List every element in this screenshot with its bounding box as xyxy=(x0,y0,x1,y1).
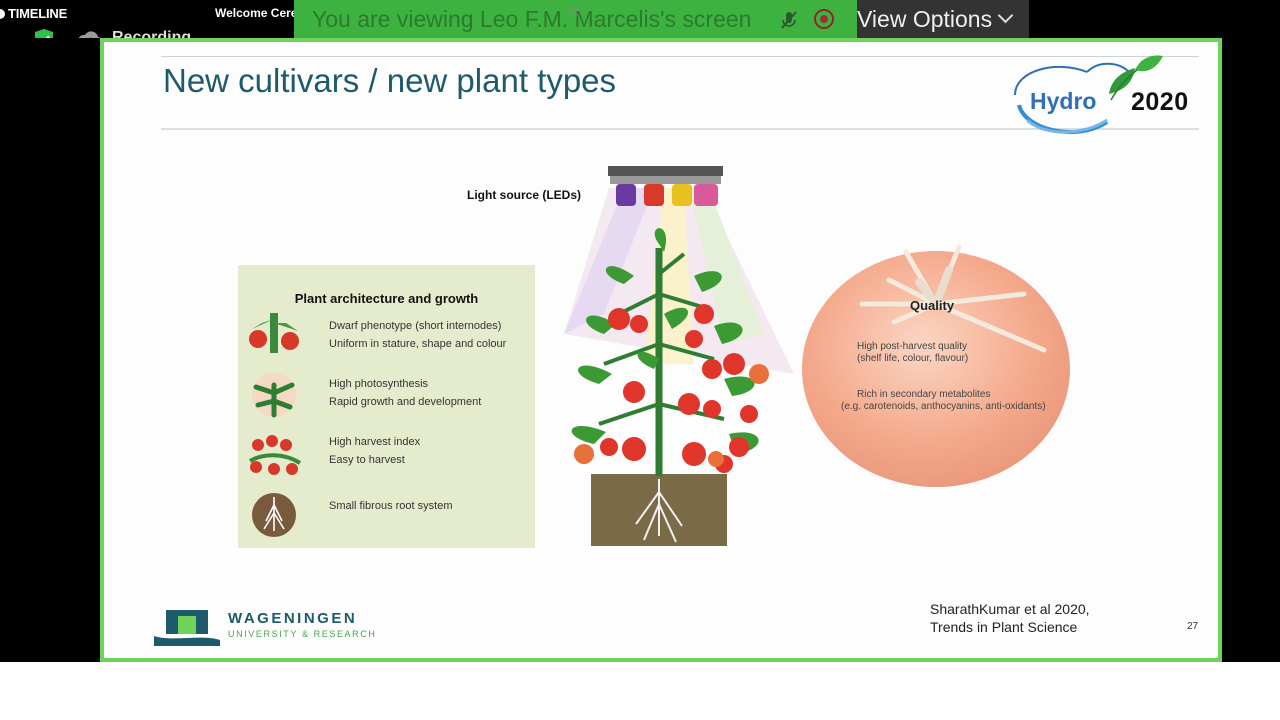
mic-muted-icon[interactable] xyxy=(778,9,800,31)
dwarf-plant-icon xyxy=(249,313,299,353)
view-options-button[interactable]: View Options xyxy=(857,0,1029,38)
tomato-plant-illustration xyxy=(564,166,794,546)
left-margin xyxy=(0,38,100,662)
trait-harvest-line1: High harvest index xyxy=(329,436,421,448)
timeline-label: TIMELINE xyxy=(8,6,68,21)
quality-title: Quality xyxy=(910,298,955,313)
screen-share-banner: You are viewing Leo F.M. Marcelis's scre… xyxy=(294,0,857,38)
screen-share-text: You are viewing Leo F.M. Marcelis's scre… xyxy=(312,6,752,32)
trait-photosynthesis-line2: Rapid growth and development xyxy=(329,396,482,408)
trait-photosynthesis-line1: High photosynthesis xyxy=(329,378,429,390)
timeline-icon xyxy=(0,9,5,19)
chevron-down-icon xyxy=(997,7,1014,24)
wageningen-logo-icon xyxy=(154,610,220,646)
plant-architecture-panel: Plant architecture and growth Dwarf phen… xyxy=(238,265,535,548)
wageningen-subtitle: UNIVERSITY & RESEARCH xyxy=(228,629,377,639)
right-margin xyxy=(1222,38,1280,662)
hydro-logo-year: 2020 xyxy=(1131,88,1189,116)
shared-screen-frame: New cultivars / new plant types Hydro 20… xyxy=(100,38,1222,662)
wageningen-name: WAGENINGEN xyxy=(228,610,358,627)
citation: SharathKumar et al 2020, Trends in Plant… xyxy=(930,600,1090,636)
quality-text-2a: Rich in secondary metabolites xyxy=(857,389,991,400)
citation-line2: Trends in Plant Science xyxy=(930,619,1078,635)
title-divider xyxy=(161,128,1199,130)
timeline-toggle[interactable]: TIMELINE xyxy=(0,6,67,21)
quality-text-1a: High post-harvest quality xyxy=(857,341,968,352)
trait-root-line1: Small fibrous root system xyxy=(329,500,453,512)
citation-line1: SharathKumar et al 2020, xyxy=(930,601,1090,617)
title-top-divider xyxy=(161,56,1199,57)
shared-slide: New cultivars / new plant types Hydro 20… xyxy=(104,42,1218,658)
harvest-tomatoes-icon xyxy=(249,435,302,475)
meeting-toolbar: TIMELINE Welcome Ceremony and Sessio... … xyxy=(0,0,1280,38)
quality-text-2b: (e.g. carotenoids, anthocyanins, anti-ox… xyxy=(841,401,1046,412)
light-source-label: Light source (LEDs) xyxy=(467,188,582,202)
hydro-logo-text: Hydro xyxy=(1030,88,1097,114)
trait-dwarf-line1: Dwarf phenotype (short internodes) xyxy=(329,320,502,332)
slide-title: New cultivars / new plant types xyxy=(163,62,617,99)
hydro-logo-graphic xyxy=(1014,55,1163,135)
record-indicator-icon[interactable] xyxy=(814,9,834,29)
quality-tomato-illustration xyxy=(802,244,1070,487)
quality-text-1b: (shelf life, colour, flavour) xyxy=(857,353,969,364)
trait-dwarf-line2: Uniform in stature, shape and colour xyxy=(329,338,507,350)
trait-harvest-line2: Easy to harvest xyxy=(329,454,405,466)
slide-page-number: 27 xyxy=(1187,621,1199,632)
root-system-icon xyxy=(252,493,296,537)
architecture-title: Plant architecture and growth xyxy=(294,291,479,306)
star-icon[interactable]: ☆ xyxy=(566,1,582,21)
view-options-label: View Options xyxy=(857,6,993,32)
photosynthesis-leaf-icon xyxy=(252,373,296,418)
hydro-2020-logo: Hydro 2020 xyxy=(1007,50,1207,140)
